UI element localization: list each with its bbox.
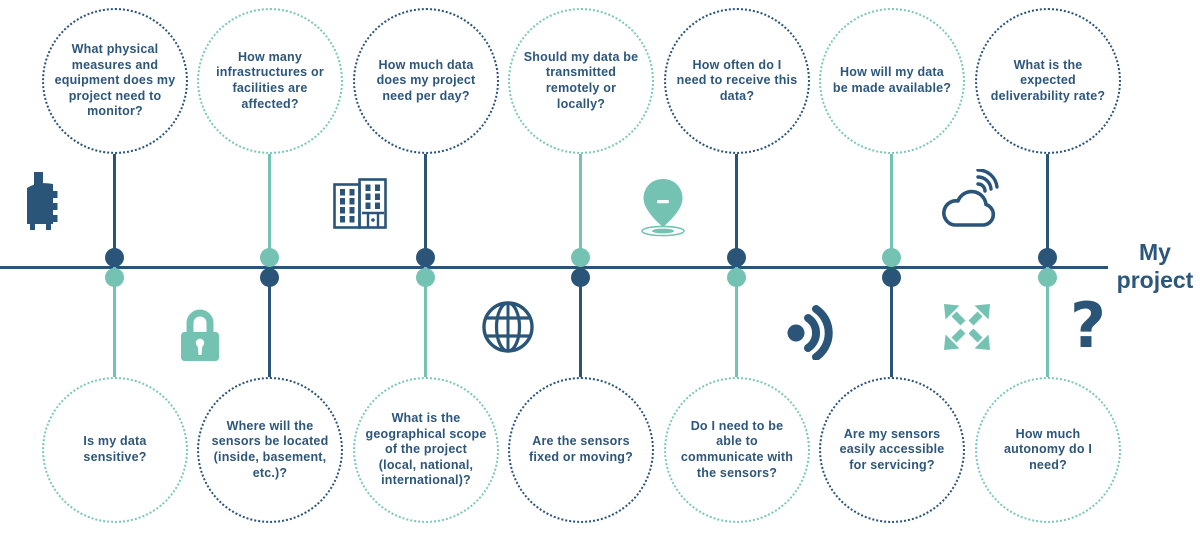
junction-dot: [260, 248, 279, 267]
question-text: How often do I need to receive this data…: [676, 57, 798, 103]
question-circle: Where will the sensors be located (insid…: [197, 377, 343, 523]
question-text: What is the expected deliverability rate…: [990, 57, 1106, 103]
junction-dot: [571, 248, 590, 267]
question-text: What physical measures and equipment doe…: [54, 41, 176, 119]
wireless-signal-icon: [787, 305, 833, 360]
question-circle: Are my sensors easily accessible for ser…: [819, 377, 965, 523]
junction-dot: [727, 248, 746, 267]
question-circle: How often do I need to receive this data…: [664, 8, 810, 154]
connector-line: [890, 154, 894, 267]
connector-line: [113, 267, 117, 378]
connector-line: [268, 267, 272, 378]
question-text: Are the sensors fixed or moving?: [529, 434, 633, 464]
question-circle: Are the sensors fixed or moving?: [508, 377, 654, 523]
question-text: Should my data be transmitted remotely o…: [523, 49, 639, 111]
connector-line: [579, 267, 583, 378]
connector-line: [1046, 267, 1050, 378]
question-text: Is my data sensitive?: [83, 434, 147, 464]
connector-line: [1046, 154, 1050, 267]
connector-line: [268, 154, 272, 267]
question-circle: How much data does my project need per d…: [353, 8, 499, 154]
junction-dot: [882, 248, 901, 267]
question-circle: How will my data be made available?: [819, 8, 965, 154]
question-text: Do I need to be able to communicate with…: [680, 418, 794, 480]
connector-line: [735, 154, 739, 267]
question-circle: How many infrastructures or facilities a…: [197, 8, 343, 154]
connector-line: [424, 154, 428, 267]
lock-icon: [181, 309, 219, 361]
question-circle: Do I need to be able to communicate with…: [664, 377, 810, 523]
location-pin-icon: [641, 179, 685, 237]
junction-dot: [105, 248, 124, 267]
connector-line: [890, 267, 894, 378]
question-circle: Should my data be transmitted remotely o…: [508, 8, 654, 154]
junction-dot: [882, 268, 901, 287]
junction-dot: [727, 268, 746, 287]
question-mark-icon: ?: [1070, 289, 1106, 362]
question-circle: What is the geographical scope of the pr…: [353, 377, 499, 523]
question-text: Are my sensors easily accessible for ser…: [839, 426, 945, 472]
connector-line: [424, 267, 428, 378]
junction-dot: [571, 268, 590, 287]
question-text: Where will the sensors be located (insid…: [211, 418, 329, 480]
globe-icon: [482, 301, 534, 353]
junction-dot: [1038, 268, 1057, 287]
question-circle: What is the expected deliverability rate…: [975, 8, 1121, 154]
junction-dot: [416, 268, 435, 287]
question-circle: Is my data sensitive?: [42, 377, 188, 523]
connector-line: [113, 154, 117, 267]
junction-dot: [260, 268, 279, 287]
connector-line: [735, 267, 739, 378]
connector-line: [579, 154, 583, 267]
project-label: My project: [1116, 239, 1194, 293]
building-icon: [333, 178, 387, 229]
expand-arrows-icon: [944, 304, 990, 350]
question-text: How much autonomy do I need?: [1003, 426, 1092, 472]
datalogger-icon: [27, 172, 58, 230]
cloud-wifi-icon: [942, 169, 999, 227]
question-text: How much data does my project need per d…: [376, 57, 476, 103]
junction-dot: [105, 268, 124, 287]
question-text: How many infrastructures or facilities a…: [216, 49, 324, 111]
question-text: How will my data be made available?: [832, 65, 952, 95]
junction-dot: [416, 248, 435, 267]
question-circle: How much autonomy do I need?: [975, 377, 1121, 523]
project-axis-line: [0, 266, 1108, 269]
question-circle: What physical measures and equipment doe…: [42, 8, 188, 154]
junction-dot: [1038, 248, 1057, 267]
question-text: What is the geographical scope of the pr…: [365, 410, 487, 488]
